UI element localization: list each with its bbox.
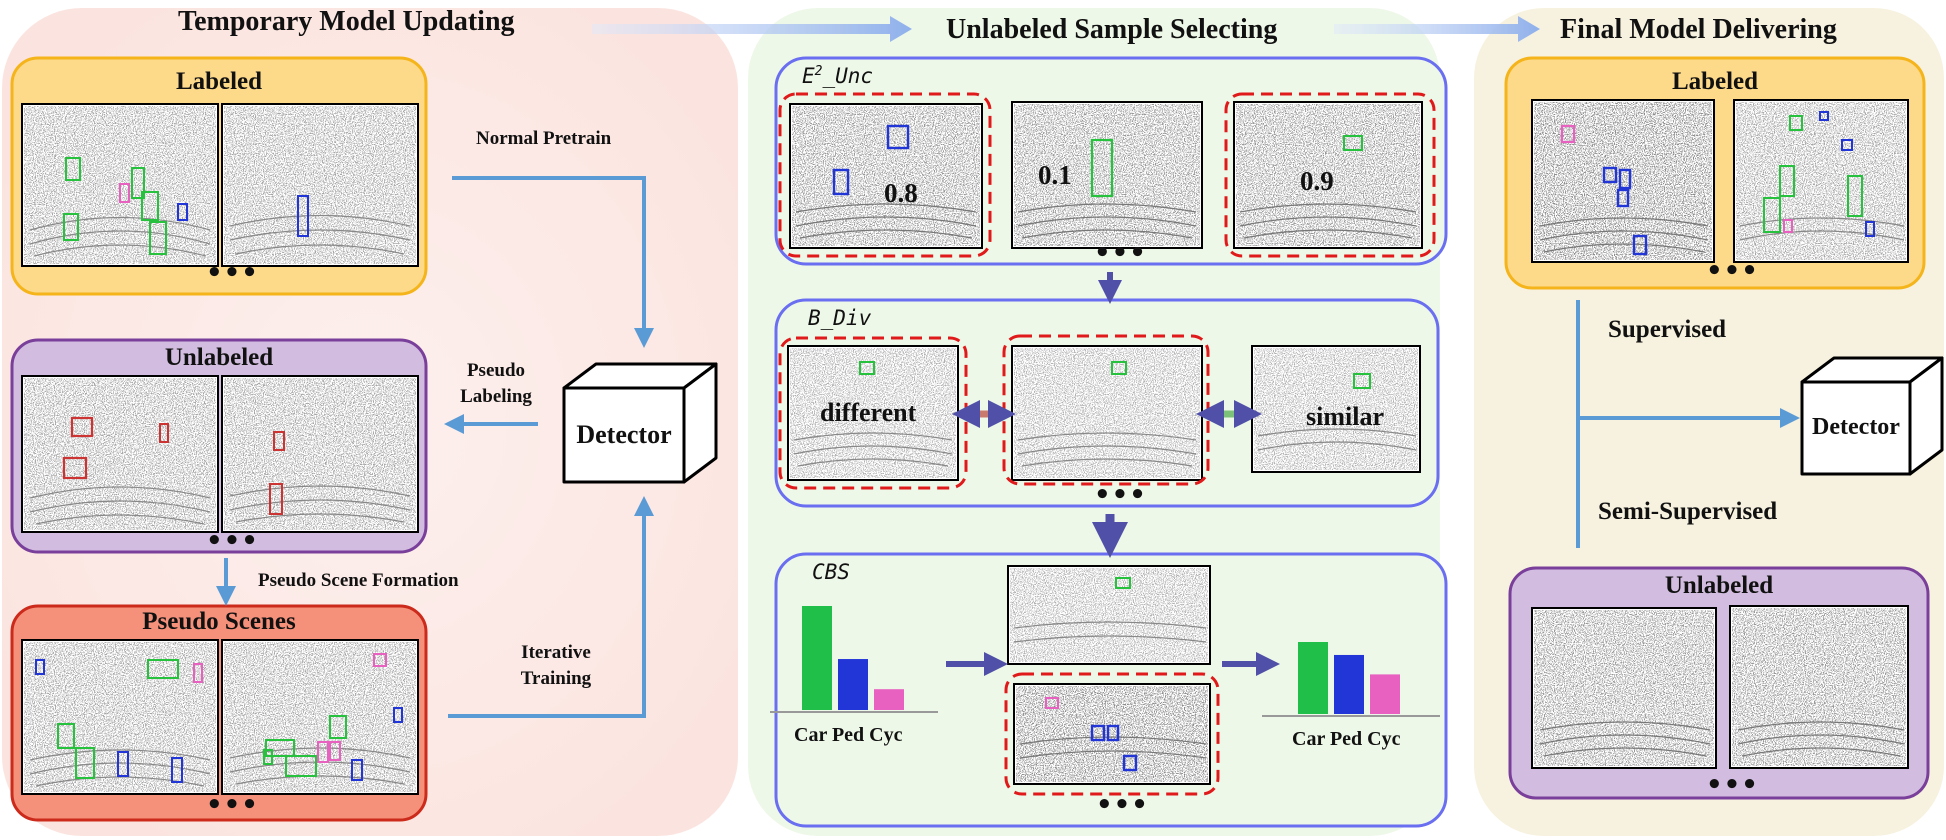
lidar-tile (21, 103, 219, 267)
lidar-tile (1011, 345, 1203, 481)
detector-label-left: Detector (576, 420, 672, 449)
lidar-tile (1011, 101, 1203, 249)
lidar-tiles-middle (778, 92, 1436, 796)
class-axis-labels: Car Ped Cyc (1292, 728, 1401, 750)
selected-frame (778, 92, 992, 258)
detector-cube-left (562, 362, 718, 484)
bar-car (1298, 642, 1328, 714)
pseudo-labeling-label-2: Labeling (460, 386, 532, 407)
supervised-label: Supervised (1608, 316, 1727, 343)
ellipsis: ••• (206, 258, 259, 288)
final-labeled-title: Labeled (1671, 68, 1759, 95)
lidar-tile (21, 375, 219, 533)
lidar-tile (1013, 683, 1211, 785)
bar-ped (838, 659, 868, 710)
lidar-tile (1251, 345, 1421, 473)
detector-label-right: Detector (1812, 414, 1900, 440)
lidar-tile (221, 375, 419, 533)
ellipsis: ••• (206, 790, 259, 820)
lidar-tile (21, 639, 219, 795)
lidar-tile (789, 103, 983, 249)
ellipsis: ••• (1706, 770, 1759, 800)
class-distribution-chart-before (802, 606, 904, 710)
section-title-temporary: Temporary Model Updating (178, 6, 515, 37)
different-label: different (820, 398, 917, 427)
ellipsis: ••• (1094, 480, 1147, 510)
pseudo-scene-formation-label: Pseudo Scene Formation (258, 570, 459, 591)
ellipsis: ••• (1706, 256, 1759, 286)
class-axis-labels: Car Ped Cyc (794, 724, 903, 746)
lidar-tile (1729, 605, 1909, 769)
bdiv-module-label: B_Div (808, 306, 872, 330)
cbs-module-label: CBS (812, 560, 850, 584)
header-arrow-1 (592, 16, 912, 42)
detector-cube-right (1800, 356, 1944, 476)
similar-label: similar (1306, 402, 1384, 431)
lidar-tile (1233, 101, 1423, 249)
normal-pretrain-label: Normal Pretrain (476, 128, 612, 149)
section-title-final: Final Model Delivering (1560, 14, 1837, 45)
iterative-training-label-2: Training (520, 668, 592, 689)
lidar-tiles-right (1531, 99, 1909, 769)
header-arrow-2 (1334, 16, 1540, 42)
final-unlabeled-title: Unlabeled (1664, 572, 1774, 599)
bar-cyc (1370, 674, 1400, 714)
lidar-tile (1531, 607, 1717, 769)
lidar-tile (787, 345, 959, 481)
uncertainty-score: 0.1 (1038, 160, 1072, 190)
lidar-tile (1531, 99, 1715, 263)
labeled-title: Labeled (175, 68, 263, 95)
pseudo-labeling-label-1: Pseudo (466, 360, 526, 381)
semi-supervised-label: Semi-Supervised (1598, 498, 1778, 525)
lidar-tile (221, 639, 419, 795)
class-distribution-chart-after (1298, 642, 1400, 714)
ellipsis: ••• (206, 526, 259, 556)
iterative-training-arrow (448, 496, 654, 718)
selected-frame (1004, 672, 1220, 796)
ellipsis: ••• (1096, 790, 1149, 820)
normal-pretrain-arrow (452, 176, 654, 348)
bar-car (802, 606, 832, 710)
unc-module-label: E2_Unc (802, 64, 874, 88)
unlabeled-title: Unlabeled (164, 344, 274, 371)
lidar-tile (1733, 99, 1909, 263)
pseudo-scenes-title: Pseudo Scenes (142, 608, 296, 635)
iterative-training-label-1: Iterative (521, 642, 591, 663)
section-title-selecting: Unlabeled Sample Selecting (946, 14, 1278, 45)
bar-cyc (874, 689, 904, 710)
lidar-tile (221, 103, 419, 267)
uncertainty-score: 0.8 (884, 178, 918, 208)
selected-frame (1224, 92, 1436, 258)
uncertainty-score: 0.9 (1300, 166, 1334, 196)
lidar-tiles-left (21, 103, 419, 795)
lidar-tile (1007, 565, 1211, 665)
bar-ped (1334, 654, 1364, 714)
ellipsis: ••• (1094, 238, 1147, 268)
